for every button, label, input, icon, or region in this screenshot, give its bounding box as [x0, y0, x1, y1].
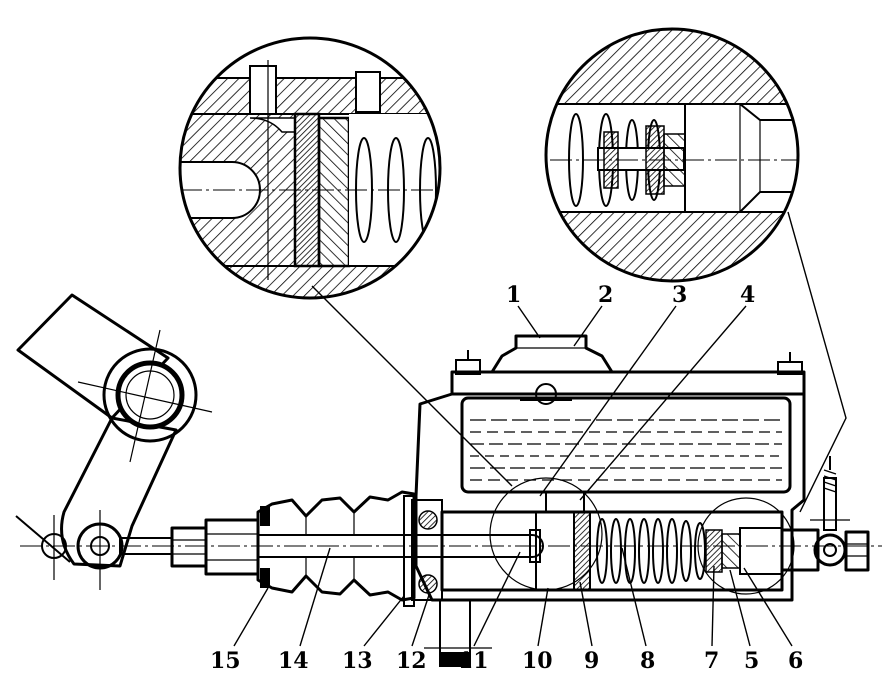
leader-4: [579, 305, 747, 501]
cylinder-body: [403, 392, 806, 667]
leader-6: [743, 567, 793, 647]
inset-left-pointer: [311, 285, 513, 487]
callout-4: 4: [740, 282, 755, 308]
leader-13: [363, 595, 405, 647]
callout-12: 12: [396, 648, 427, 674]
leader-15: [233, 587, 269, 647]
leader-2: [573, 305, 603, 347]
leader-3: [539, 305, 677, 497]
callout-11: 11: [458, 648, 489, 674]
leader-14: [299, 547, 331, 647]
detail-zone-right: [697, 497, 795, 595]
callout-3: 3: [672, 282, 687, 308]
inset-left-piston-detail: [178, 36, 442, 300]
fluid-level: [470, 419, 782, 481]
callout-5: 5: [744, 648, 759, 674]
leader-5: [729, 569, 751, 647]
callout-6: 6: [788, 648, 803, 674]
callout-2: 2: [598, 282, 613, 308]
leader-9: [579, 581, 593, 647]
callout-13: 13: [342, 648, 373, 674]
inset-right-pointer: [787, 211, 847, 513]
callout-15: 15: [210, 648, 241, 674]
leader-8: [621, 547, 647, 647]
push-rod-assembly: [119, 518, 544, 576]
leader-lines: [233, 305, 793, 647]
inset-right-valve-detail: [544, 27, 800, 283]
callout-labels: 1 2 3 4 5 6 7 8 9 10 11 12 13 14 15: [210, 282, 803, 674]
leader-10: [537, 587, 549, 647]
check-valve: [705, 527, 783, 575]
callout-9: 9: [584, 648, 599, 674]
outlet-fitting: [780, 456, 870, 572]
callout-1: 1: [506, 282, 521, 308]
pedal-arm: [15, 293, 213, 590]
callout-8: 8: [640, 648, 655, 674]
callout-14: 14: [278, 648, 309, 674]
piston-assembly: [529, 511, 591, 591]
callout-7: 7: [704, 648, 719, 674]
leader-11: [473, 551, 521, 647]
return-spring: [596, 518, 706, 584]
leader-12: [411, 591, 431, 647]
reservoir-cover: [450, 334, 806, 405]
callout-10: 10: [522, 648, 553, 674]
detail-zone-left: [489, 477, 603, 591]
leader-1: [517, 305, 541, 339]
leader-7: [711, 565, 715, 647]
